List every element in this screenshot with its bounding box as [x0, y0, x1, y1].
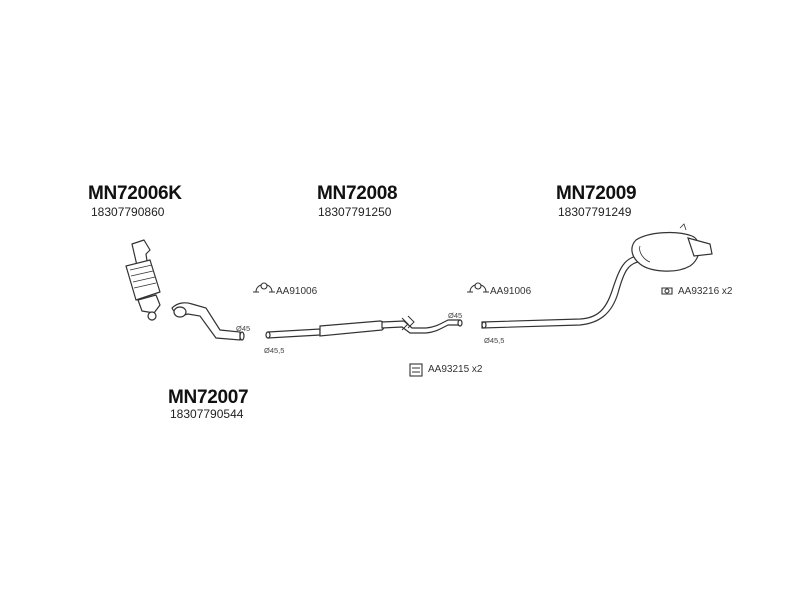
part-number-middle-silencer: 18307791250 [318, 205, 392, 219]
part-code-front-pipe: MN72007 [168, 387, 249, 408]
part-number-catalyst: 18307790860 [91, 205, 165, 219]
accessory-hanger-middle: AA93215 x2 [428, 364, 483, 375]
accessory-hanger-rear: AA93216 x2 [678, 286, 733, 297]
part-code-rear-silencer: MN72009 [556, 183, 637, 204]
part-number-rear-silencer: 18307791249 [558, 205, 632, 219]
rubber-hanger-icon [661, 287, 673, 295]
catalytic-converter-drawing [125, 239, 161, 321]
front-pipe-drawing [171, 302, 245, 341]
part-code-middle-silencer: MN72008 [317, 183, 398, 204]
diameter-middle-inlet: Ø45,5 [264, 346, 285, 355]
accessory-clamp-rear: AA91006 [490, 286, 532, 297]
rear-silencer-drawing [481, 223, 713, 329]
diameter-middle-outlet: Ø45 [448, 311, 463, 320]
clamp-icon [253, 282, 275, 293]
part-number-front-pipe: 18307790544 [170, 407, 244, 421]
diameter-rear-inlet: Ø45,5 [484, 336, 505, 345]
clamp-icon [467, 282, 489, 293]
rubber-hanger-icon [409, 363, 423, 377]
diameter-front-outlet: Ø45 [236, 324, 251, 333]
part-code-catalyst: MN72006K [88, 183, 182, 204]
middle-silencer-drawing [265, 315, 463, 339]
accessory-clamp-front: AA91006 [276, 286, 318, 297]
